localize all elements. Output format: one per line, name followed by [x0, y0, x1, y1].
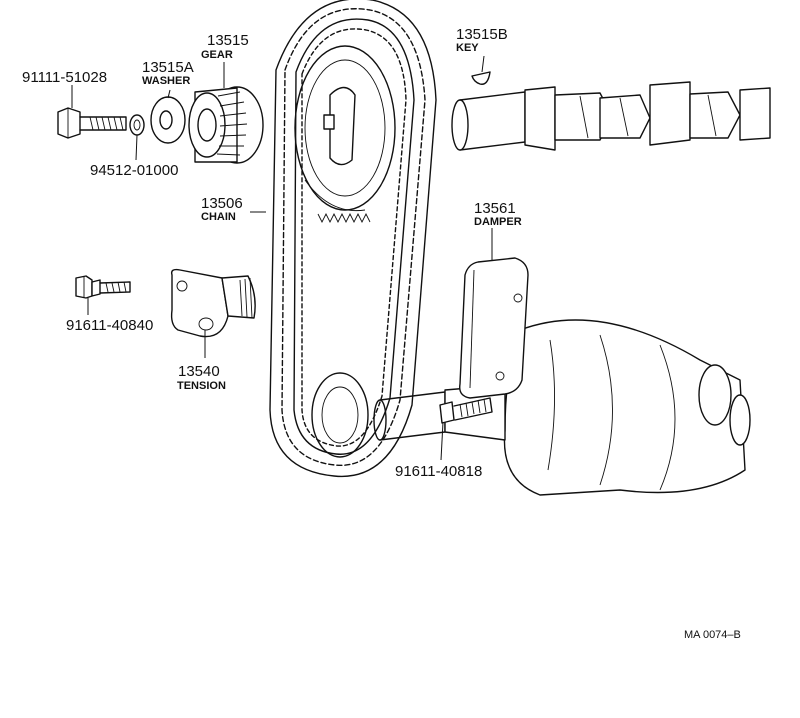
part-name-chain: CHAIN — [201, 211, 236, 223]
damper-bolt-illustration — [439, 397, 493, 424]
lock-washer-illustration — [129, 114, 145, 136]
camshaft-illustration — [451, 81, 771, 151]
tensioner-illustration — [170, 268, 256, 338]
key-illustration — [471, 71, 491, 85]
part-number-key: 13515B — [456, 26, 508, 43]
gear-illustration — [188, 86, 264, 164]
part-number-gear: 13515 — [207, 32, 249, 49]
part-name-damper: DAMPER — [474, 216, 522, 228]
part-number-damper: 13561 — [474, 200, 516, 217]
leader-lines — [71, 55, 493, 461]
part-number-chain: 13506 — [201, 195, 243, 212]
part-number-tension-bolt: 91611-40840 — [66, 317, 153, 334]
tension-bolt-illustration — [75, 275, 131, 299]
part-number-washer: 13515A — [142, 59, 194, 76]
reference-code: MA 0074–B — [684, 629, 741, 641]
part-number-damper-bolt: 91611-40818 — [395, 463, 482, 480]
part-number-lock-washer: 94512-01000 — [90, 162, 178, 179]
bolt-illustration — [57, 107, 127, 139]
part-number-tension: 13540 — [178, 363, 220, 380]
part-name-tension: TENSION — [177, 380, 226, 392]
crank-sprocket-illustration — [311, 372, 369, 458]
cam-sprocket-illustration — [294, 45, 396, 224]
chain-illustration — [269, 0, 437, 478]
damper-illustration — [459, 257, 529, 399]
part-name-gear: GEAR — [201, 49, 233, 61]
washer-illustration — [150, 96, 186, 144]
part-number-bolt: 91111-51028 — [22, 69, 107, 86]
part-name-washer: WASHER — [142, 75, 190, 87]
part-name-key: KEY — [456, 42, 479, 54]
